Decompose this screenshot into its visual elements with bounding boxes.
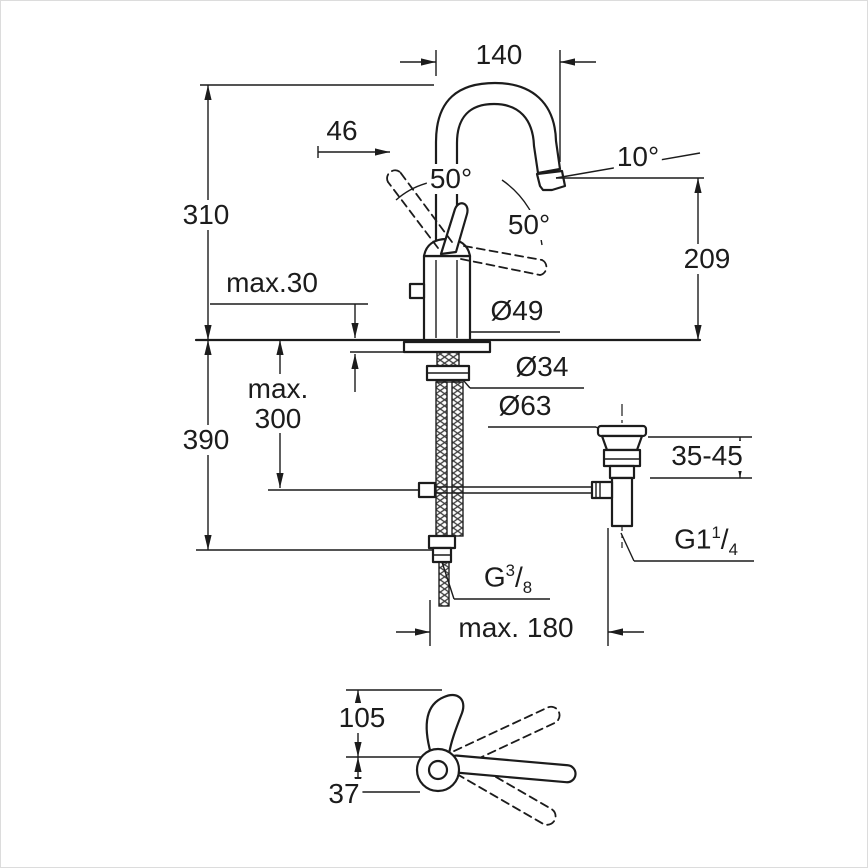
label-waste-thread: G11/4 [671, 524, 741, 559]
supply-thread-denominator: 8 [522, 577, 533, 597]
supply-hoses [417, 381, 464, 607]
label-hose-length: max. 300 [244, 373, 312, 434]
waste-thread-denominator: 4 [728, 539, 738, 559]
waste-thread-numerator: 1 [711, 523, 721, 542]
label-supply-thread: G3/8 [480, 561, 536, 597]
supply-thread-numerator: 3 [505, 561, 515, 580]
dimension-max30 [210, 303, 404, 392]
waste-thread-slash: / [720, 523, 729, 555]
leader-g38 [441, 561, 550, 600]
rod-fitting [417, 481, 437, 499]
label-base-diameter: Ø49 [487, 296, 547, 326]
waste-thread-base: G1 [674, 523, 712, 555]
label-hose-length-line1: max. [247, 373, 309, 404]
label-shank-diameter: Ø34 [512, 352, 572, 382]
label-outlet-height: 209 [680, 244, 734, 274]
label-lever-height: 105 [335, 703, 389, 733]
label-below-deck-depth: 390 [179, 425, 233, 455]
supply-thread-base: G [483, 561, 506, 593]
waste-tailpiece [610, 476, 634, 528]
lever-position-up-dashed [448, 705, 561, 769]
supply-thread-slash: / [515, 561, 523, 593]
lever-handle [439, 202, 469, 256]
waste-plug-cap [596, 424, 648, 438]
dimension-140 [400, 50, 596, 162]
body-side-tab [408, 282, 426, 300]
leader-g114 [620, 532, 754, 562]
lever-raised-profile [425, 693, 465, 756]
label-aerator-angle: 10° [613, 142, 663, 172]
label-lever-swing-lower: 50° [504, 210, 554, 240]
label-waste-diameter: Ø63 [495, 391, 555, 421]
rod-clamp [590, 480, 614, 500]
label-hose-length-line2: 300 [254, 402, 302, 434]
g38-connector [427, 534, 457, 550]
waste-flange [602, 448, 642, 468]
label-total-height: 310 [179, 200, 233, 230]
label-spout-offset: 46 [323, 116, 361, 146]
handle-side-view [346, 689, 577, 826]
mounting-hardware [402, 340, 492, 383]
mounting-flange [402, 340, 492, 354]
label-deck-thickness: max.30 [223, 268, 321, 298]
label-lever-swing-upper: 50° [426, 164, 476, 194]
lever-horizontal-profile [446, 754, 577, 784]
pop-up-waste [435, 404, 648, 548]
lever-swing-positions [386, 169, 548, 276]
dimension-310 [200, 84, 434, 340]
leader-dia63 [488, 426, 613, 437]
dimension-46 [317, 146, 390, 158]
label-spout-reach: 140 [472, 40, 526, 70]
aerator [535, 169, 567, 192]
label-center-distance: max. 180 [455, 613, 577, 643]
faucet-body [408, 202, 472, 342]
lever-position-down-dashed [448, 755, 557, 826]
label-waste-height-range: 35-45 [668, 441, 746, 471]
label-lever-offset: 37 [325, 779, 363, 809]
dimension-max180 [396, 528, 644, 646]
